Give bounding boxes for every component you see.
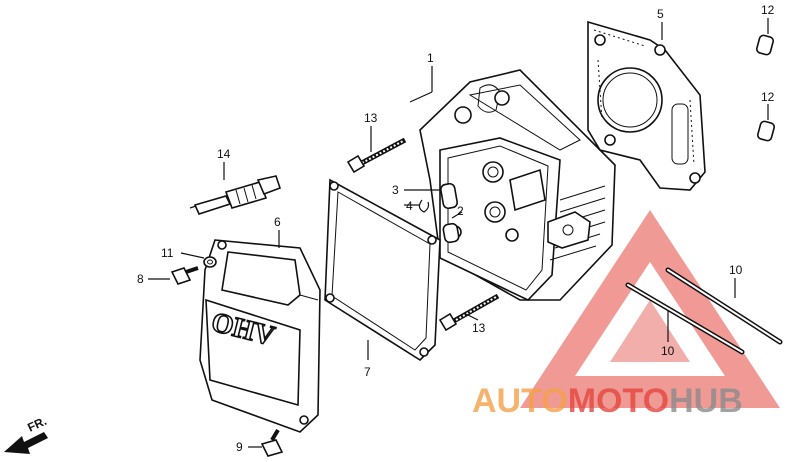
- head-bolt-lower: [438, 293, 500, 332]
- svg-text:AUTOMOTOHUB: AUTOMOTOHUB: [472, 382, 743, 420]
- callout-4: 4: [406, 199, 413, 213]
- watermark-wordmark: AUTOMOTOHUB: [472, 382, 743, 420]
- callout-6: 6: [274, 215, 281, 229]
- watermark-moto: MOTO: [568, 382, 669, 420]
- callout-13-lower: 13: [472, 321, 486, 335]
- head-bolt-upper: [346, 137, 407, 174]
- callout-7: 7: [364, 365, 371, 379]
- valve-guide: [440, 182, 460, 244]
- spark-plug: [189, 175, 282, 215]
- watermark-logo: [520, 210, 780, 408]
- callout-labels: 1 2 3 4 5 6 7 8 9 10 10 11 12 12 13 13 1…: [137, 3, 775, 454]
- watermark-auto: AUTO: [472, 382, 568, 420]
- flange-bolt: [260, 428, 284, 457]
- callout-8: 8: [137, 272, 144, 286]
- head-gasket: [587, 20, 706, 191]
- front-direction-arrow: FR.: [4, 414, 49, 454]
- callout-12-lower: 12: [761, 90, 775, 104]
- cover-gasket: [324, 178, 441, 362]
- callout-11: 11: [161, 246, 174, 260]
- stud-bolt-upper: [665, 267, 783, 345]
- callout-1: 1: [427, 51, 434, 65]
- cover-bolt: [170, 266, 199, 285]
- callout-5: 5: [657, 7, 664, 21]
- stud-bolt-lower: [625, 282, 745, 355]
- sealing-washer: [203, 256, 217, 268]
- cylinder-head: [419, 69, 616, 301]
- head-cover: OHV: [199, 239, 321, 433]
- callout-2: 2: [457, 204, 464, 218]
- valve-clip: [418, 199, 430, 213]
- leader-lines: [148, 22, 736, 448]
- dowel-pin-upper: [756, 18, 774, 56]
- callout-14: 14: [217, 147, 231, 161]
- callout-3: 3: [392, 183, 399, 197]
- front-label: FR.: [25, 414, 48, 435]
- watermark-hub: HUB: [669, 382, 743, 420]
- callout-13-upper: 13: [364, 111, 378, 125]
- dowel-pin-lower: [757, 104, 775, 142]
- callout-9: 9: [236, 440, 243, 454]
- callout-10-upper: 10: [729, 263, 743, 277]
- callout-10-lower: 10: [661, 344, 675, 358]
- callout-12-upper: 12: [761, 3, 775, 17]
